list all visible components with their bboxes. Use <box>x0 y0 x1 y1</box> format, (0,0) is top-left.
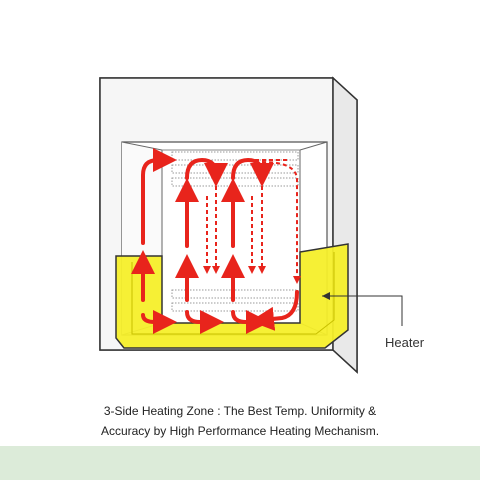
footer-band <box>0 446 480 480</box>
return-airflow-arrows <box>203 159 301 284</box>
airflow-arrows <box>131 148 299 334</box>
heating-chamber-diagram <box>99 76 403 374</box>
heater-zone <box>115 243 349 349</box>
heater-label: Heater <box>385 335 425 350</box>
heater-leader-line <box>322 292 403 326</box>
caption-line-1: 3-Side Heating Zone : The Best Temp. Uni… <box>103 404 377 418</box>
caption: 3-Side Heating Zone : The Best Temp. Uni… <box>0 401 480 441</box>
caption-line-2: Accuracy by High Performance Heating Mec… <box>100 424 380 438</box>
